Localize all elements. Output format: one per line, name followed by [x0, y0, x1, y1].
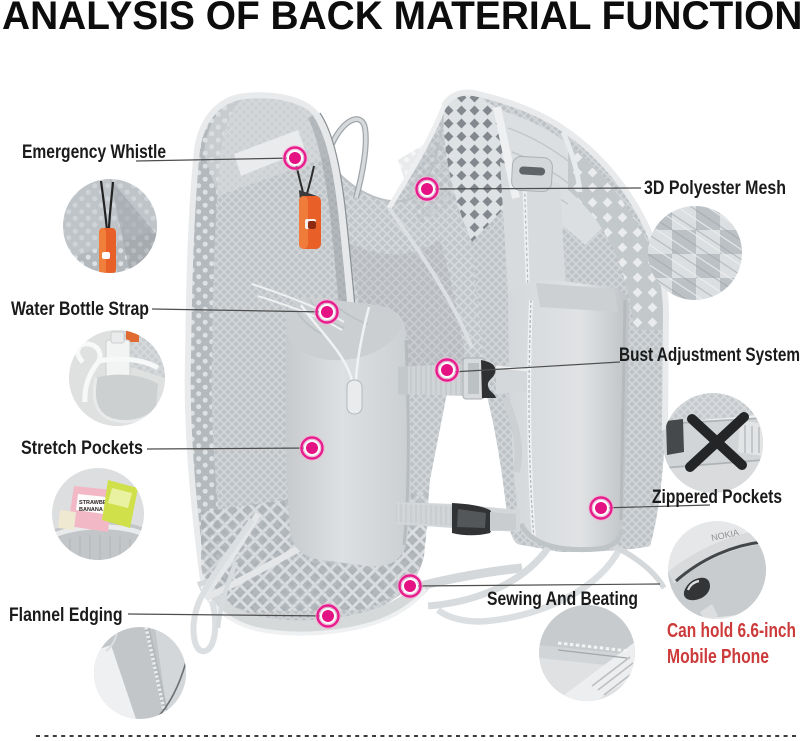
svg-text:BANANA: BANANA — [79, 507, 103, 513]
svg-text:STRAWBERRY: STRAWBERRY — [79, 500, 118, 506]
